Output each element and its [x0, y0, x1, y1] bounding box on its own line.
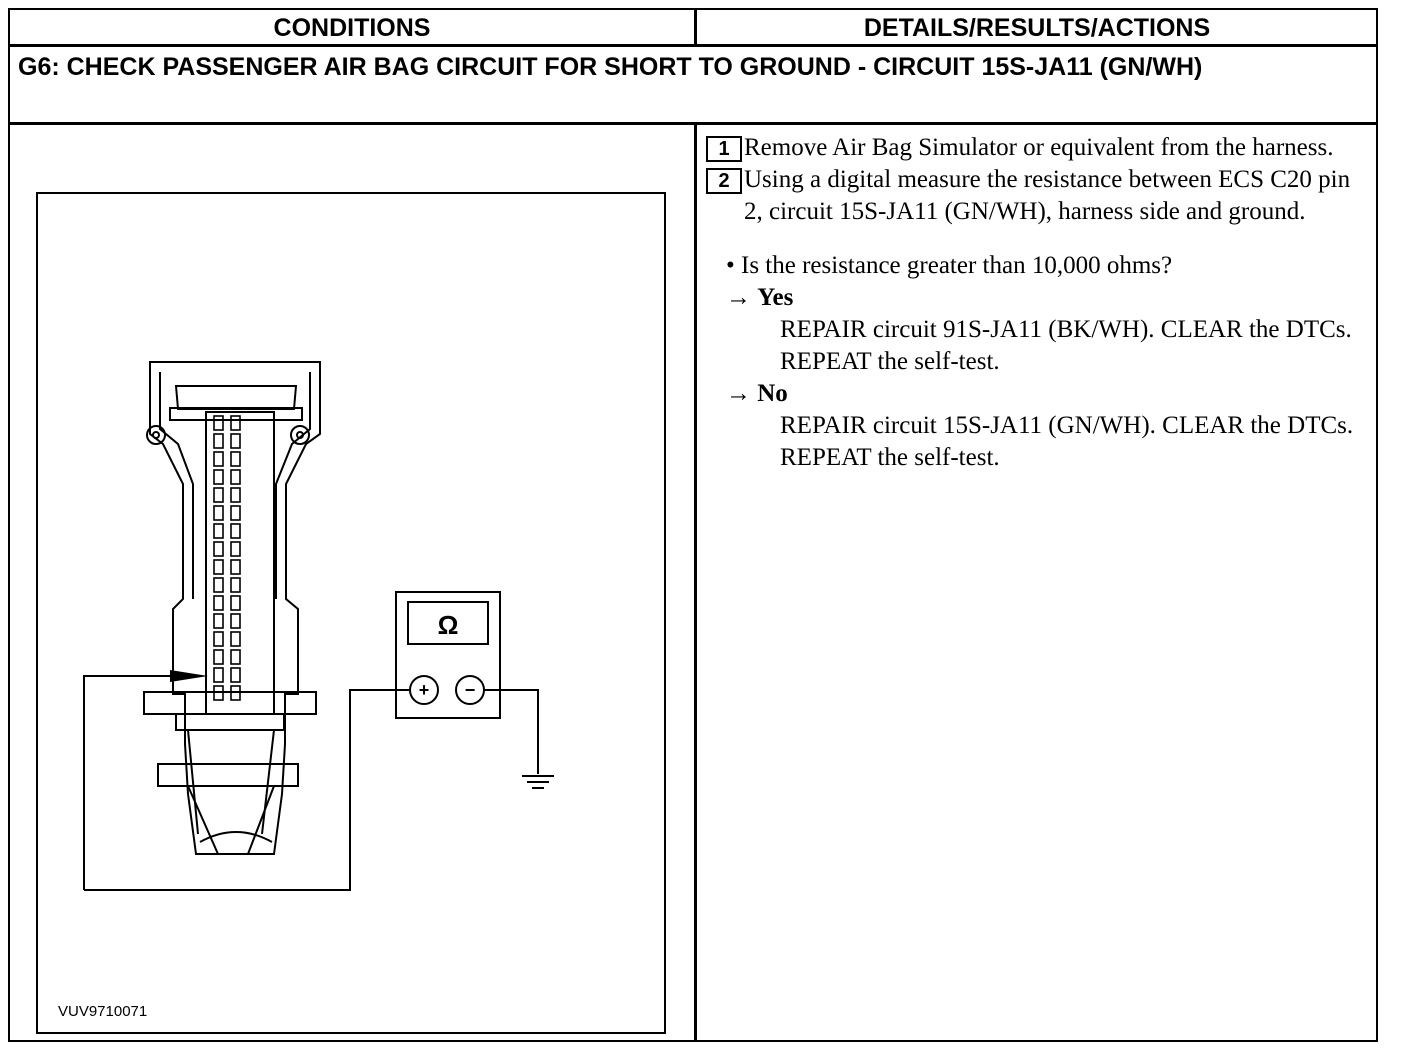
header-divider [8, 44, 1378, 47]
yes-branch: → Yes [706, 282, 1366, 314]
minus-terminal-label: − [465, 680, 476, 700]
step-text: Remove Air Bag Simulator or equivalent f… [744, 134, 1334, 161]
table-frame [8, 8, 1378, 1042]
step-text: Using a digital measure the resistance b… [744, 166, 1351, 225]
no-label: No [757, 380, 788, 407]
question: • Is the resistance greater than 10,000 … [726, 252, 1173, 279]
no-branch: → No [706, 378, 1366, 410]
arrow-icon: → [726, 284, 751, 311]
step-number: 1 [706, 136, 742, 162]
plus-terminal-label: + [419, 680, 430, 700]
details-panel: 1 Remove Air Bag Simulator or equivalent… [706, 132, 1366, 474]
header-conditions: CONDITIONS [273, 14, 431, 42]
arrow-icon: → [726, 380, 751, 407]
yes-label: Yes [757, 284, 794, 311]
step-1: 1 Remove Air Bag Simulator or equivalent… [706, 132, 1366, 164]
body-column-divider [694, 124, 697, 1042]
figure-code: VUV9710071 [58, 1003, 148, 1020]
connector-diagram: Ω + − VUV9710071 [36, 192, 666, 1034]
header-details: DETAILS/RESULTS/ACTIONS [863, 14, 1211, 42]
ohm-symbol: Ω [438, 610, 459, 640]
yes-action: REPAIR circuit 91S-JA11 (BK/WH). CLEAR t… [780, 316, 1352, 375]
step-number: 2 [706, 168, 742, 194]
column-divider [694, 8, 697, 44]
step-2: 2 Using a digital measure the resistance… [706, 164, 1366, 228]
probe-tip [170, 670, 208, 682]
no-action: REPAIR circuit 15S-JA11 (GN/WH). CLEAR t… [780, 412, 1354, 471]
connector-diagram-drawing: Ω + − [83, 361, 554, 891]
step-title: G6: CHECK PASSENGER AIR BAG CIRCUIT FOR … [18, 53, 1203, 81]
title-divider [8, 122, 1378, 125]
